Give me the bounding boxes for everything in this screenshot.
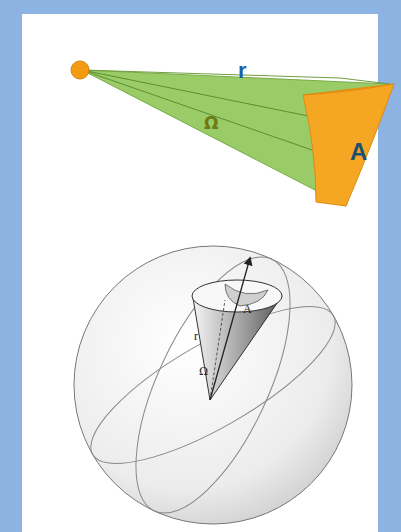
area-label: A (350, 140, 367, 164)
solid-angle-label: Ω (199, 366, 208, 377)
area-label: A (243, 303, 252, 315)
cone-sector (71, 61, 394, 206)
radius-label: r (238, 60, 247, 82)
sphere-figure (72, 236, 355, 532)
solid-angle-label: Ω (204, 115, 218, 132)
radius-label: r (194, 330, 198, 342)
